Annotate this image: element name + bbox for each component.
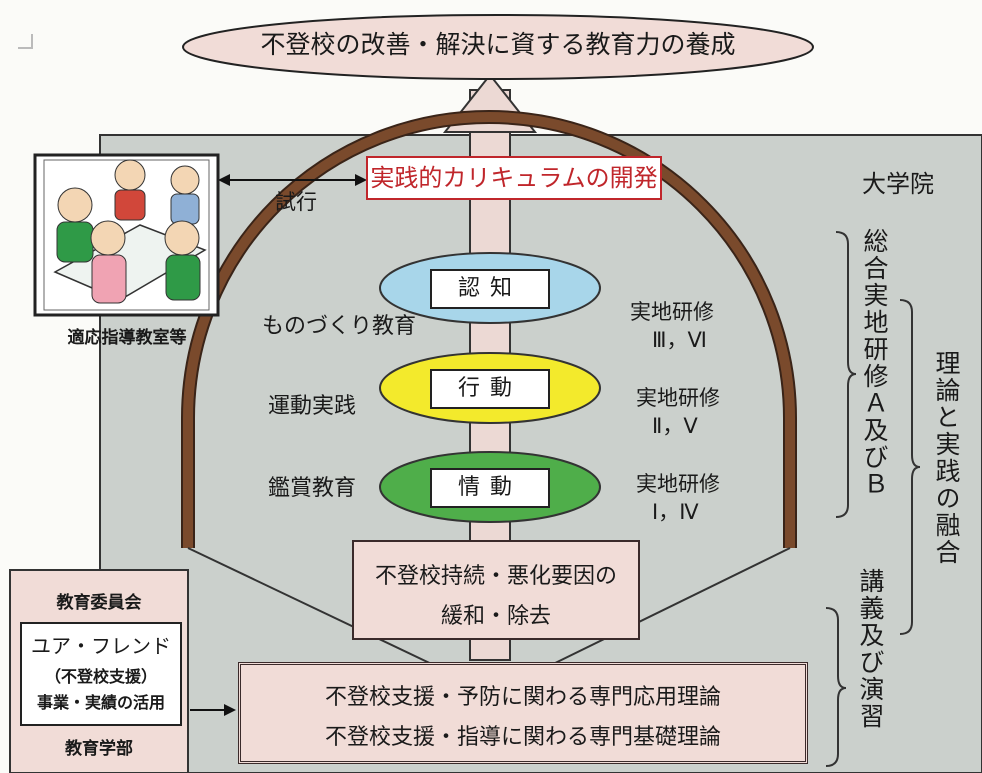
friend-box: ユア・フレンド （不登校支援） 事業・実績の活用 [20, 622, 182, 726]
exercise-label: 運動実践 [268, 394, 357, 419]
monozukuri-label: ものづくり教育 [262, 314, 417, 339]
practicum-middle-numerals: Ⅱ，Ⅴ [652, 414, 698, 438]
trial-label: 試行 [275, 190, 317, 214]
theory-box-line2: 不登校支援・指導に関わる専門基礎理論 [324, 725, 721, 750]
friend-label: ユア・フレンド [31, 634, 171, 658]
corner-mark [18, 34, 33, 49]
base-box: 不登校持続・悪化要因の 緩和・除去 [352, 540, 640, 640]
project-label: 事業・実績の活用 [36, 693, 165, 712]
curriculum-box: 実践的カリキュラムの開発 [366, 156, 662, 200]
integrated-practicum-label: 総合実地研修Ａ及びＢ [860, 228, 889, 498]
practicum-middle-title: 実地研修 [636, 386, 720, 410]
integrated-brace [835, 231, 857, 518]
base-box-line2: 緩和・除去 [440, 604, 551, 629]
practicum-bottom-title: 実地研修 [636, 472, 720, 496]
friend-sub-label: （不登校支援） [44, 667, 157, 686]
emotion-label: 情動 [430, 468, 550, 508]
base-box-line1: 不登校持続・悪化要因の [374, 564, 617, 589]
goal-text: 不登校の改善・解決に資する教育力の養成 [260, 30, 736, 59]
classroom-illustration [33, 153, 220, 317]
fusion-brace [899, 299, 921, 635]
partners-arrow-head [224, 704, 236, 716]
practicum-top-numerals: Ⅲ，Ⅵ [652, 328, 707, 352]
converge-line-left [187, 547, 441, 669]
cognition-label: 認知 [430, 269, 550, 309]
classroom-caption: 適応指導教室等 [67, 328, 187, 348]
practicum-top-title: 実地研修 [630, 300, 714, 324]
theory-box-line1: 不登校支援・予防に関わる専門応用理論 [324, 685, 721, 710]
theory-box: 不登校支援・予防に関わる専門応用理論 不登校支援・指導に関わる専門基礎理論 [238, 662, 808, 764]
faculty-label: 教育学部 [65, 739, 133, 759]
trial-arrow-right-head [355, 174, 367, 186]
goal-ellipse [182, 14, 814, 80]
lectures-brace [825, 607, 847, 767]
board-label: 教育委員会 [56, 593, 142, 613]
graduate-school-label: 大学院 [862, 170, 934, 198]
converge-line-right [544, 547, 791, 669]
fusion-label: 理論と実践の融合 [932, 350, 961, 566]
behavior-label: 行動 [430, 369, 550, 409]
practicum-bottom-numerals: Ⅰ，Ⅳ [652, 500, 699, 524]
trial-arrow-left-head [218, 174, 230, 186]
lectures-label: 講義及び演習 [856, 568, 885, 730]
appreciation-label: 鑑賞教育 [268, 476, 357, 501]
